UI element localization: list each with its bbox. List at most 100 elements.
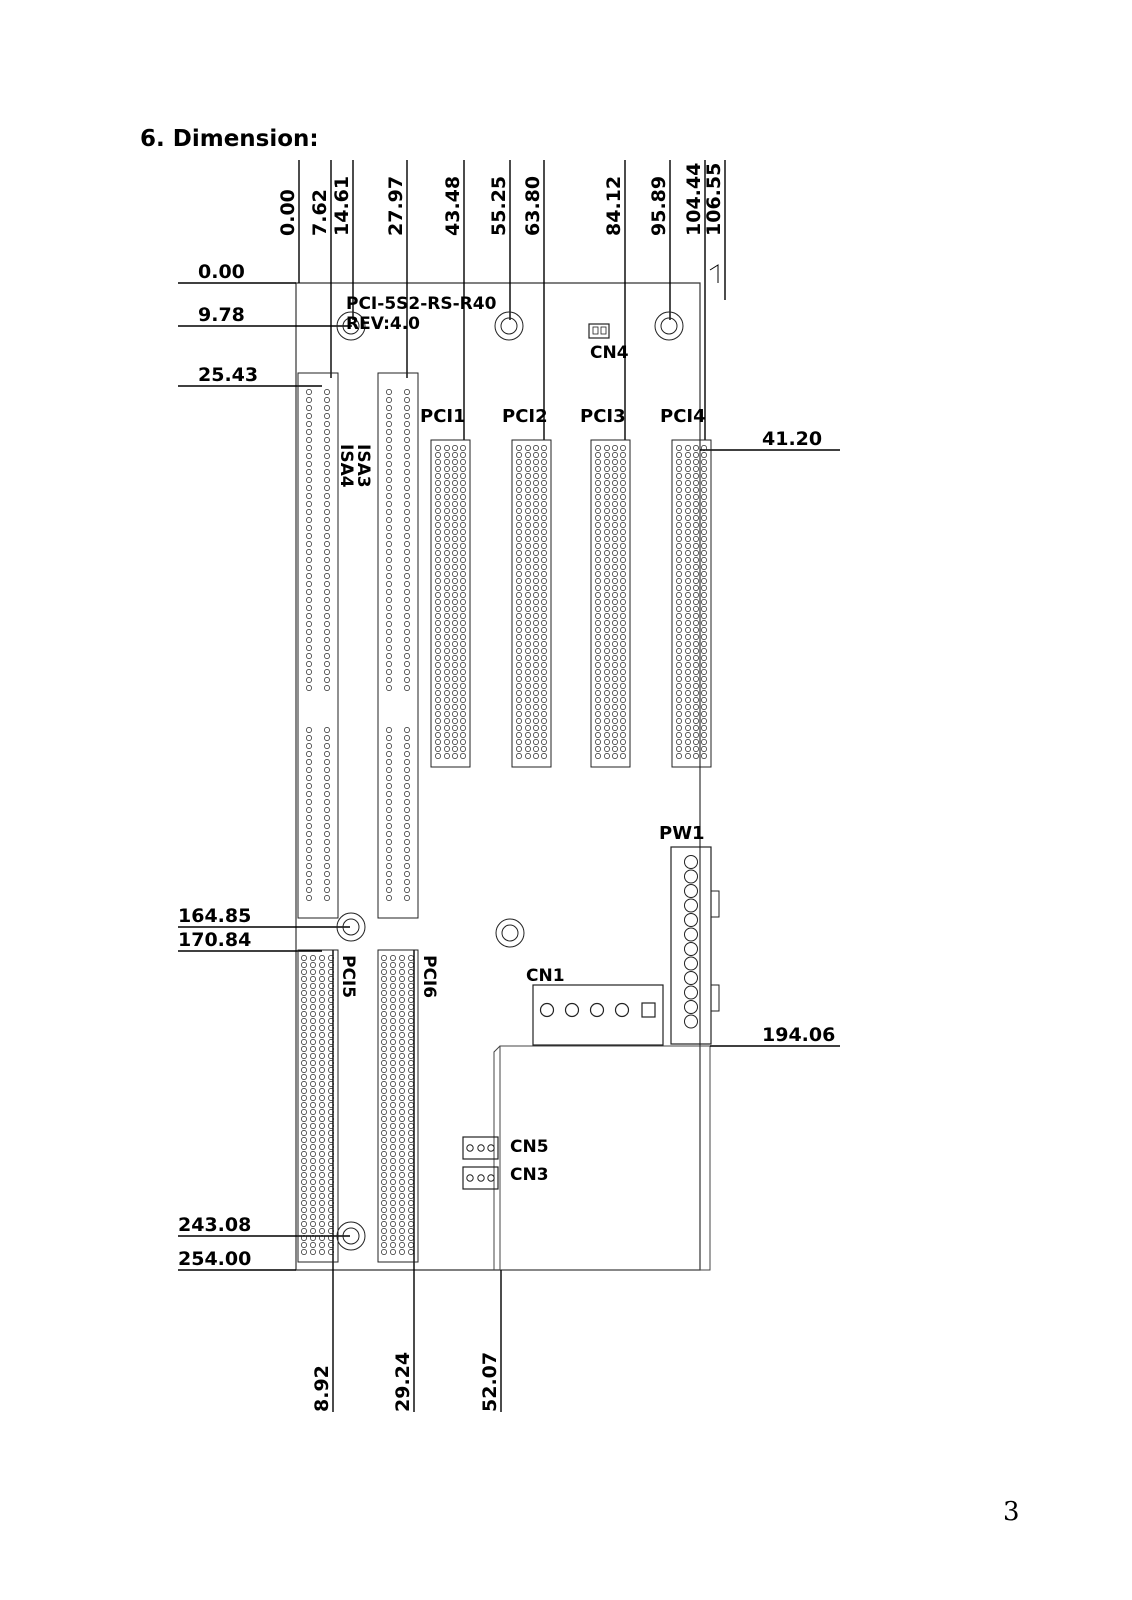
pci-pin	[595, 515, 601, 521]
dim-left-label: 164.85	[178, 905, 251, 927]
pci-pin	[390, 1060, 396, 1066]
pci-pin	[390, 1116, 396, 1122]
pci-pin	[399, 1053, 405, 1059]
pci-pin	[310, 1207, 316, 1213]
pci-pin	[399, 1123, 405, 1129]
pci-pin	[612, 648, 618, 654]
pci-pin	[533, 564, 539, 570]
pci-pin	[399, 983, 405, 989]
isa-pin	[306, 437, 312, 443]
pci-pin	[516, 550, 522, 556]
pci-pin	[301, 1193, 307, 1199]
pci-pin	[693, 683, 699, 689]
pci-pin	[604, 480, 610, 486]
isa-pin	[306, 405, 312, 411]
isa-pin	[306, 743, 312, 749]
pci-pin	[693, 676, 699, 682]
pci-pin	[460, 466, 466, 472]
pci-pin	[301, 1039, 307, 1045]
pci-pin	[685, 746, 691, 752]
pci-pin	[408, 1193, 414, 1199]
pci-pin	[381, 1130, 387, 1136]
pci-pin	[541, 739, 547, 745]
pci-pin	[452, 704, 458, 710]
pci-pin	[516, 697, 522, 703]
pci-pin	[381, 1060, 387, 1066]
pci-pin	[328, 1193, 334, 1199]
pci-pin	[381, 1221, 387, 1227]
pci-pin	[604, 501, 610, 507]
isa-pin	[404, 831, 410, 837]
pci-pin	[381, 1179, 387, 1185]
isa-pin	[306, 685, 312, 691]
pci-pin	[693, 585, 699, 591]
pci-pin	[604, 571, 610, 577]
isa-pin	[404, 653, 410, 659]
pci-pin	[390, 1109, 396, 1115]
isa-pin	[386, 397, 392, 403]
pci-pin	[390, 1004, 396, 1010]
pci-pin	[516, 669, 522, 675]
pci-pin	[516, 494, 522, 500]
pci-pin	[685, 529, 691, 535]
pci-pin	[620, 599, 626, 605]
pci-pin	[541, 564, 547, 570]
pci-pin	[525, 648, 531, 654]
pci-pin	[399, 1060, 405, 1066]
mounting-hole-inner	[342, 1227, 360, 1245]
pci-pin	[408, 1074, 414, 1080]
pci-pin	[516, 543, 522, 549]
pci-pin	[319, 1228, 325, 1234]
pci-pin	[516, 690, 522, 696]
pci-pin	[435, 606, 441, 612]
isa-pin	[306, 783, 312, 789]
pci-pin	[612, 550, 618, 556]
isa-pin	[386, 629, 392, 635]
pci-pin	[301, 1165, 307, 1171]
pci-pin	[685, 641, 691, 647]
pci-pin	[460, 487, 466, 493]
pci-pin	[604, 627, 610, 633]
isa-pin	[404, 855, 410, 861]
isa-pin	[306, 581, 312, 587]
pci-pin	[328, 1116, 334, 1122]
pci-pin	[620, 494, 626, 500]
pci-pin	[460, 522, 466, 528]
pci-pin	[328, 1249, 334, 1255]
pci-pin	[310, 1011, 316, 1017]
pci-pin	[399, 1081, 405, 1087]
pci-pin	[399, 1207, 405, 1213]
isa-pin	[386, 573, 392, 579]
pci-pin	[301, 1137, 307, 1143]
pci-pin	[390, 1018, 396, 1024]
pci-pin	[685, 697, 691, 703]
pci-pin	[452, 711, 458, 717]
isa-pin	[386, 735, 392, 741]
pci-pin	[381, 1116, 387, 1122]
pci-pin	[435, 459, 441, 465]
pci-pin	[533, 480, 539, 486]
pci-pin	[604, 536, 610, 542]
pci-pin	[460, 683, 466, 689]
pci-pin	[620, 739, 626, 745]
pci-pin	[604, 753, 610, 759]
isa-pin	[404, 767, 410, 773]
pci-pin	[435, 501, 441, 507]
isa-pin	[324, 775, 330, 781]
pci-pin	[516, 452, 522, 458]
pci-pin	[595, 557, 601, 563]
pci-pin	[460, 473, 466, 479]
pci-pin	[525, 613, 531, 619]
pci-pin	[612, 466, 618, 472]
pci-pin	[676, 662, 682, 668]
pci-pin	[620, 592, 626, 598]
pci-pin	[301, 1179, 307, 1185]
pci-pin	[460, 543, 466, 549]
pci-pin	[620, 606, 626, 612]
pci-pin	[301, 1109, 307, 1115]
cn1-pin	[589, 1002, 605, 1018]
pci-pin	[408, 1060, 414, 1066]
pci-pin	[381, 1102, 387, 1108]
pci-pin	[595, 725, 601, 731]
pci-pin	[516, 564, 522, 570]
